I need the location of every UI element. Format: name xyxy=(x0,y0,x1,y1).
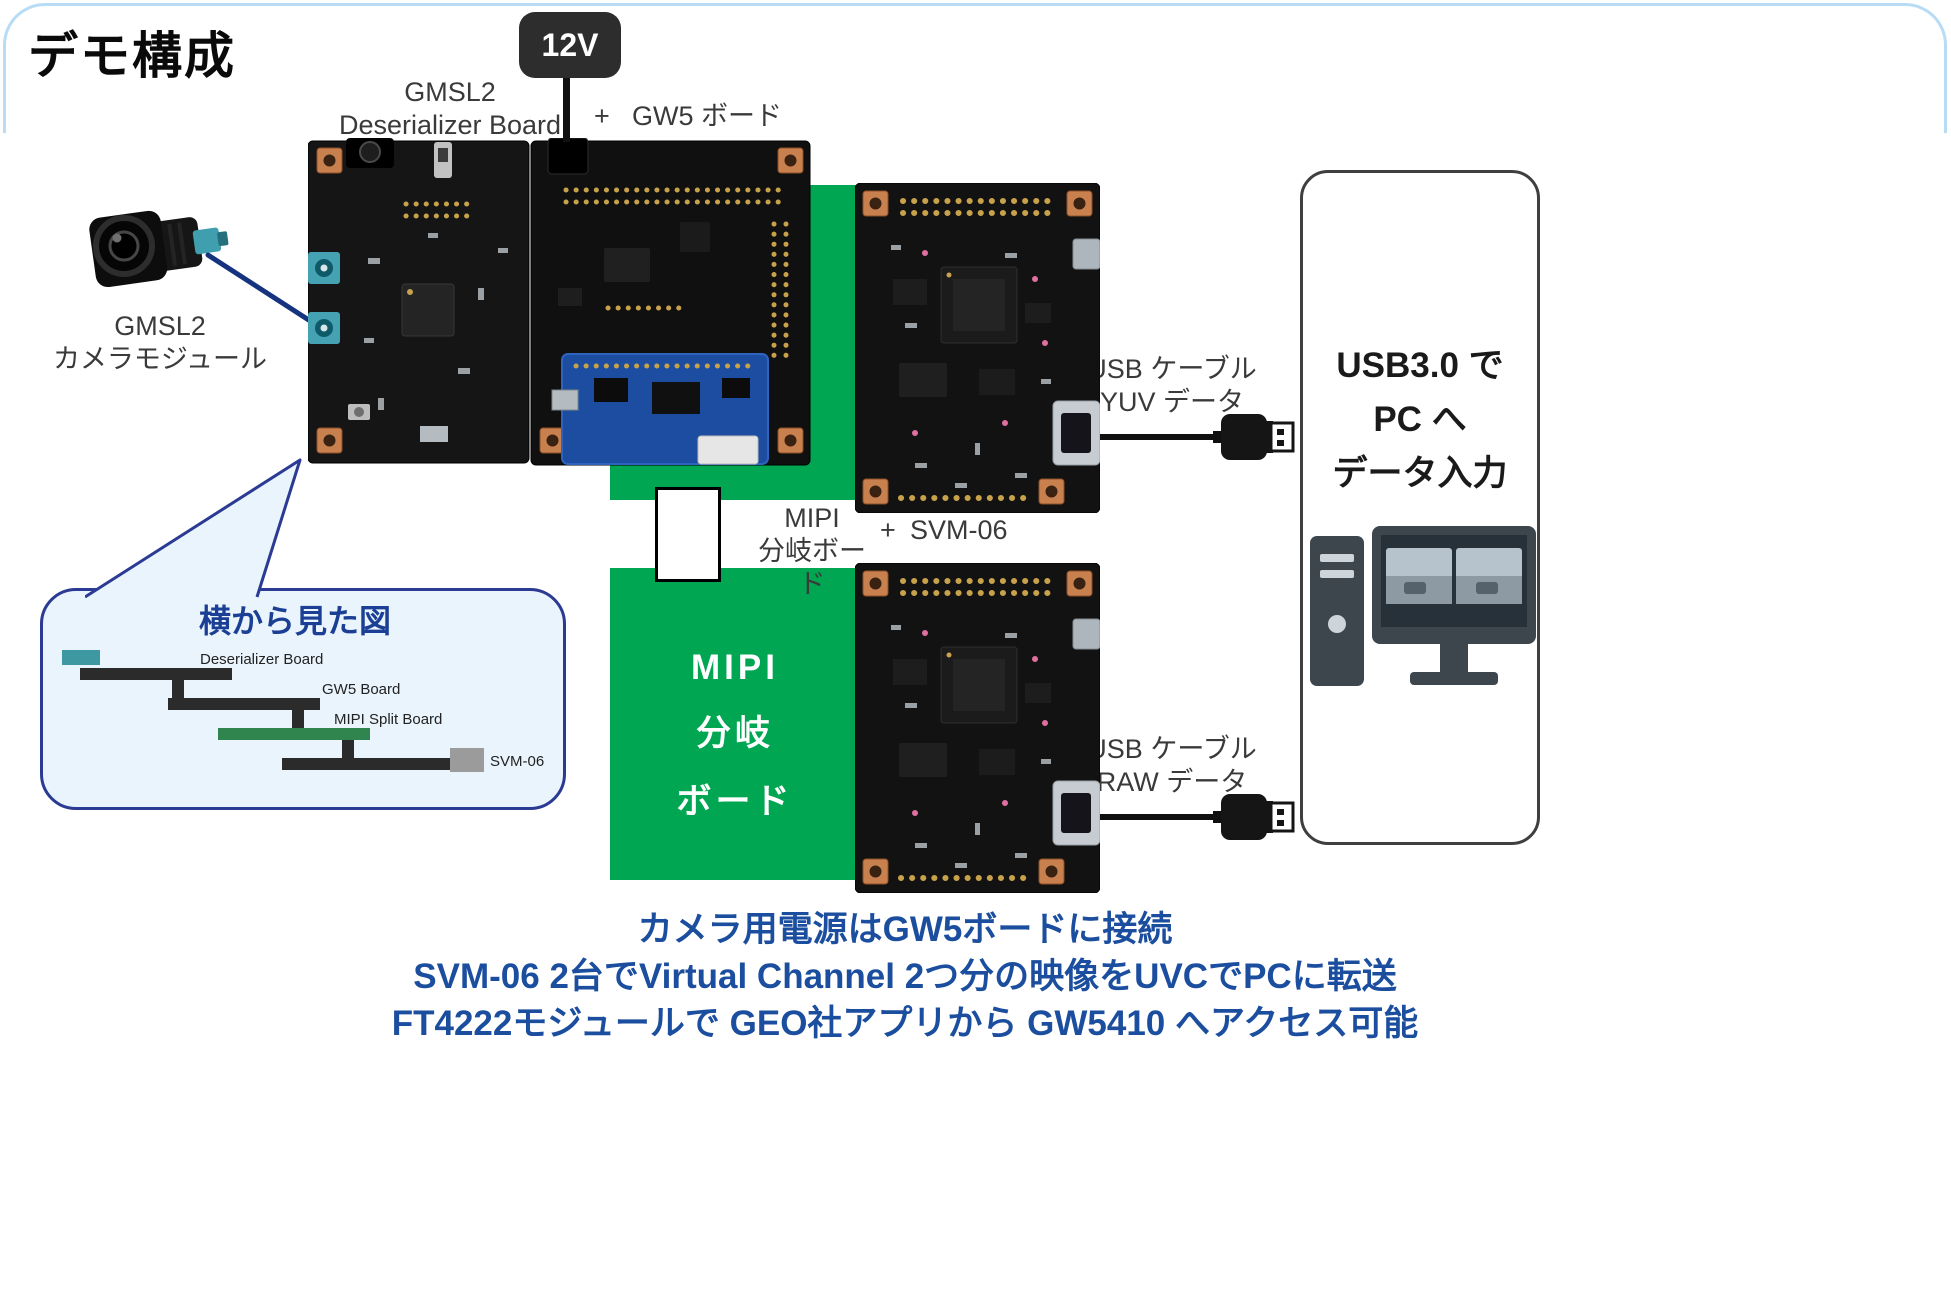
sideview-mipi-label: MIPI Split Board xyxy=(334,711,442,728)
pc-panel-label: USB3.0 で PC へ データ入力 xyxy=(1332,346,1508,493)
pc-tower-icon xyxy=(1310,536,1364,686)
power-12v-badge: 12V xyxy=(519,12,621,78)
sideview-svm-bar xyxy=(282,758,484,770)
pc-monitor-icon xyxy=(1372,526,1536,685)
mipi-line-2: 分岐 xyxy=(695,714,774,753)
mipi-split-board-title: MIPI 分岐 ボード xyxy=(610,648,860,824)
mipi-split-board-label: MIPI 分岐ボード xyxy=(758,503,866,599)
mipi-line-3: ボード xyxy=(676,782,794,821)
plus-sign-top: + xyxy=(594,101,610,131)
svm06-label: SVM-06 xyxy=(910,515,1008,545)
mipi-split-board-lower: MIPI 分岐 ボード xyxy=(610,568,860,880)
gmsl2-camera-module-photo xyxy=(89,210,229,288)
fakra-connectors-icon xyxy=(308,252,340,344)
plus-sign-mid: + xyxy=(880,515,896,545)
usb-plug-raw-icon xyxy=(1213,792,1295,842)
deserializer-gw5-board-photo xyxy=(308,138,811,466)
camera-module-label: GMSL2 カメラモジュール xyxy=(52,311,268,374)
side-view-diagram: Deserializer Board GW5 Board MIPI Split … xyxy=(62,650,544,772)
gw5-board-label: GW5 ボード xyxy=(632,101,783,131)
footer-notes: カメラ用電源はGW5ボードに接続 SVM-06 2台でVirtual Chann… xyxy=(155,906,1655,1047)
pc-icon xyxy=(1310,526,1536,686)
footer-line-1: カメラ用電源はGW5ボードに接続 xyxy=(637,910,1173,949)
slide-border xyxy=(3,3,1947,133)
barrel-jack-icon xyxy=(346,138,394,168)
pc-panel: USB3.0 で PC へ データ入力 xyxy=(1300,170,1540,845)
sideview-deserializer-bar xyxy=(80,668,232,680)
svm06-board-bottom-photo xyxy=(855,563,1100,893)
power-input-connector-icon xyxy=(547,138,589,175)
sideview-camera-bar xyxy=(62,650,100,665)
sideview-gw5-bar xyxy=(168,698,320,710)
sideview-deserializer-label: Deserializer Board xyxy=(200,651,323,668)
footer-line-2: SVM-06 2台でVirtual Channel 2つ分の映像をUVCでPCに… xyxy=(413,957,1397,996)
footer-line-3: FT4222モジュールで GEO社アプリから GW5410 へアクセス可能 xyxy=(391,1004,1419,1043)
deserializer-chip-icon xyxy=(401,283,455,337)
mipi-bridge-connector xyxy=(655,487,721,582)
page-title: デモ構成 xyxy=(28,28,236,84)
tact-switch-icon xyxy=(348,404,370,420)
usb-raw-label: USB ケーブル RAW データ xyxy=(1087,734,1257,797)
deserializer-board-label: GMSL2 Deserializer Board xyxy=(338,77,562,140)
sideview-svm-label: SVM-06 xyxy=(490,753,544,770)
svm06-board-top-photo xyxy=(855,183,1100,513)
side-view-title: 横から見た図 xyxy=(198,603,391,639)
mipi-line-1: MIPI xyxy=(691,648,779,687)
sideview-gw5-label: GW5 Board xyxy=(322,681,400,698)
sideview-mipi-bar xyxy=(218,728,370,740)
usb-cable-raw-line xyxy=(1096,814,1216,820)
power-cable-line xyxy=(563,76,570,142)
camera-coax-cable xyxy=(205,252,321,329)
usb-plug-yuv-icon xyxy=(1213,412,1295,462)
usb-yuv-label: USB ケーブル YUV データ xyxy=(1087,354,1257,417)
camera-fakra-connector-icon xyxy=(192,227,222,255)
usb-cable-yuv-line xyxy=(1096,434,1216,440)
power-12v-label: 12V xyxy=(541,26,599,63)
callout-pointer xyxy=(85,458,302,599)
